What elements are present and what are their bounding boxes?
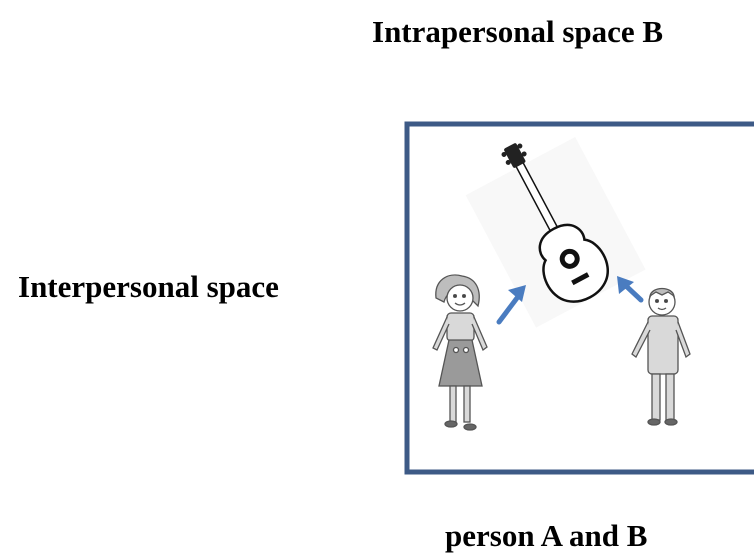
boy-figure-icon	[631, 287, 691, 426]
guitar-icon	[465, 137, 646, 328]
space-frame	[404, 121, 754, 475]
label-person-a-and-b: person A and B	[445, 518, 648, 553]
arrow-up-right-icon	[496, 285, 526, 325]
label-interpersonal-space: Interpersonal space	[18, 269, 279, 304]
girl-figure-icon	[432, 274, 488, 431]
arrow-up-left-icon	[617, 276, 644, 303]
title-intrapersonal-space: Intrapersonal space B	[372, 14, 664, 49]
